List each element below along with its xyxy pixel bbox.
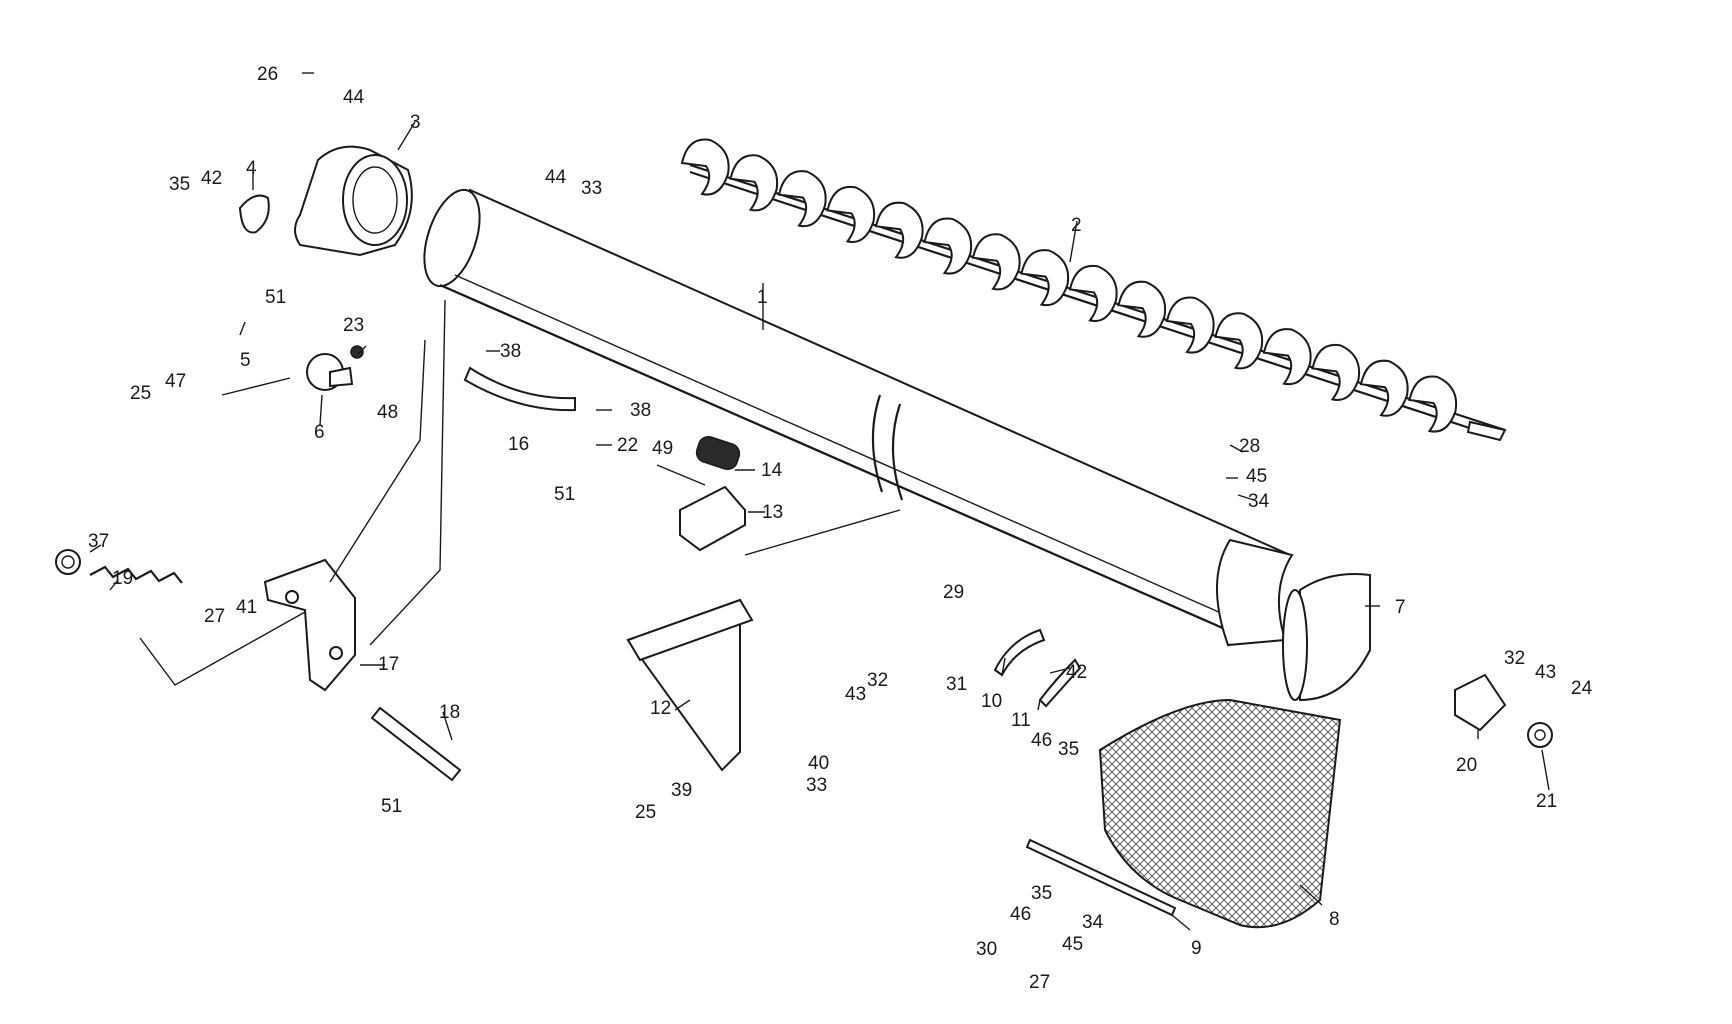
auger-flight [1214,312,1264,370]
callout-2: 2 [1071,215,1082,236]
auger-flight [1359,359,1409,417]
callout-40: 40 [808,753,829,774]
auger-flight [874,201,924,259]
head-casting [238,145,413,257]
callout-47: 47 [165,371,186,392]
auger-flight [971,233,1021,291]
callout-labels: 1 2 3 4 5 6 7 8 9 10 11 12 13 14 16 17 1… [88,64,1593,993]
callout-51-mid: 51 [554,484,575,505]
auger-flight [1020,249,1070,307]
callout-34-top: 34 [1248,491,1270,512]
callout-16: 16 [508,434,529,455]
callout-26: 26 [257,64,278,85]
callout-35-mid: 35 [1058,739,1079,760]
callout-44-top: 44 [343,87,365,108]
callout-34-bottom: 34 [1082,912,1104,933]
callout-11: 11 [1011,710,1031,731]
callout-45-bottom: 45 [1062,934,1083,955]
callout-38-mid: 38 [630,400,651,421]
callout-42-left: 42 [201,168,222,189]
callout-1: 1 [757,287,768,308]
callout-23: 23 [343,315,364,336]
callout-19: 19 [112,568,133,589]
auger-flight [1262,328,1312,386]
callout-24: 24 [1571,678,1593,699]
callout-5: 5 [240,350,251,371]
auger-flight [1408,375,1458,433]
callout-35-left: 35 [169,174,190,195]
support-bracket [626,435,901,772]
auger-flight [826,185,876,243]
callout-43-left: 43 [845,684,866,705]
link-arms [993,628,1082,708]
callout-32-right: 32 [1504,648,1525,669]
callout-33-bottom: 33 [806,775,827,796]
callout-6: 6 [314,422,325,443]
callout-46-mid: 46 [1031,730,1052,751]
callout-31: 31 [946,674,967,695]
bearing-housing [221,345,364,396]
callout-51-bottom: 51 [381,796,402,817]
callout-46-bottom: 46 [1010,904,1031,925]
callout-10: 10 [981,691,1002,712]
bracket-assembly [263,299,576,692]
callout-43-right: 43 [1535,662,1556,683]
mesh-guard [1025,698,1342,929]
callout-51-left: 51 [265,287,286,308]
callout-25-bottom: 25 [635,802,656,823]
callout-27-bottom: 27 [1029,972,1050,993]
pin-spring [55,549,462,782]
callout-20: 20 [1456,755,1477,776]
auger-flight [1165,296,1215,354]
flange-bearing [1454,673,1553,748]
callout-9: 9 [1191,938,1202,959]
callout-13: 13 [762,502,783,523]
callout-27-left: 27 [204,606,225,627]
leader-lines [89,72,1550,931]
callout-39: 39 [671,780,692,801]
auger-flight [1117,280,1167,338]
callout-45-top: 45 [1246,466,1267,487]
callout-42-right: 42 [1066,662,1087,683]
callout-30: 30 [976,939,997,960]
callout-17: 17 [378,654,399,675]
callout-29: 29 [943,582,964,603]
callout-12: 12 [650,698,671,719]
callout-35-bottom: 35 [1031,883,1052,904]
auger-flight [1311,343,1361,401]
callout-48: 48 [377,402,398,423]
callout-7: 7 [1395,597,1406,618]
callout-8: 8 [1329,909,1340,930]
callout-38-top: 38 [500,341,521,362]
auger-flight [1068,264,1118,322]
callout-18: 18 [439,702,460,723]
callout-33-top: 33 [581,178,602,199]
auger-flight [923,217,973,275]
callout-21: 21 [1536,791,1557,812]
callout-28: 28 [1239,436,1260,457]
callout-14: 14 [761,460,783,481]
callout-32-left: 32 [867,670,888,691]
auger-flight [680,138,730,196]
callout-22: 22 [617,435,638,456]
callout-49: 49 [652,438,673,459]
callout-37: 37 [88,531,109,552]
callout-44-mid: 44 [545,167,567,188]
callout-25-left: 25 [130,383,151,404]
callout-41: 41 [236,597,257,618]
auger-flight [729,154,779,212]
callout-4: 4 [246,158,257,179]
flight-auger [680,138,1507,442]
auger-flight [777,170,827,228]
auger-tube [423,188,1294,647]
callout-3: 3 [410,112,421,133]
end-cover [1282,573,1371,702]
